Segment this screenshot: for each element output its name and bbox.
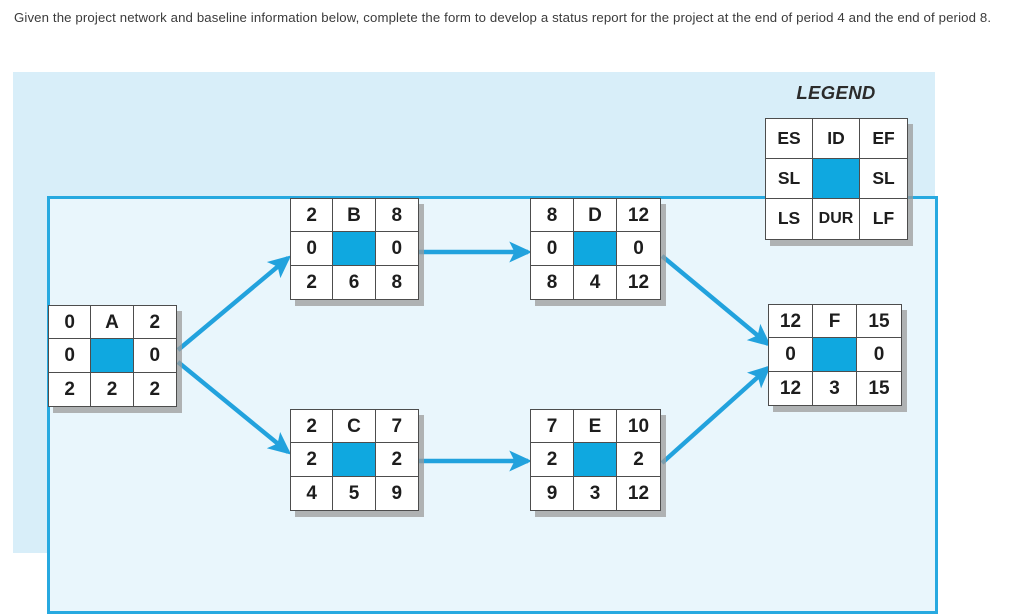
node-d: 8 D 12 0 0 8 4 12 [530, 198, 661, 300]
node-e-lf: 12 [617, 476, 660, 510]
node-b-es: 2 [291, 199, 334, 233]
node-b-center [333, 232, 376, 266]
node-a-es: 0 [49, 306, 92, 340]
node-f-ls: 12 [769, 371, 813, 405]
node-b-lf: 8 [375, 265, 418, 299]
node-f: 12 F 15 0 0 12 3 15 [768, 304, 902, 406]
legend-cell-sl-left: SL [766, 159, 813, 199]
node-e-dur: 3 [574, 476, 617, 510]
node-f-sl-left: 0 [769, 338, 813, 372]
node-f-ef: 15 [857, 305, 901, 339]
node-d-lf: 12 [617, 265, 660, 299]
node-c-id: C [333, 410, 376, 444]
node-e-es: 7 [531, 410, 574, 444]
node-f-es: 12 [769, 305, 813, 339]
legend-cell-ls: LS [766, 199, 813, 239]
node-e-sl-right: 2 [617, 443, 660, 477]
node-d-ls: 8 [531, 265, 574, 299]
node-e-ls: 9 [531, 476, 574, 510]
node-e-center [574, 443, 617, 477]
node-d-es: 8 [531, 199, 574, 233]
node-c: 2 C 7 2 2 4 5 9 [290, 409, 419, 511]
node-c-ls: 4 [291, 476, 334, 510]
node-d-sl-left: 0 [531, 232, 574, 266]
node-f-center [813, 338, 857, 372]
node-a-lf: 2 [133, 372, 176, 406]
node-b-ef: 8 [375, 199, 418, 233]
node-c-ef: 7 [375, 410, 418, 444]
node-b-id: B [333, 199, 376, 233]
node-c-dur: 5 [333, 476, 376, 510]
node-e-ef: 10 [617, 410, 660, 444]
legend-cell-lf: LF [860, 199, 907, 239]
node-e-id: E [574, 410, 617, 444]
node-e: 7 E 10 2 2 9 3 12 [530, 409, 661, 511]
node-a-dur: 2 [91, 372, 134, 406]
node-d-sl-right: 0 [617, 232, 660, 266]
node-c-es: 2 [291, 410, 334, 444]
node-f-sl-right: 0 [857, 338, 901, 372]
node-d-dur: 4 [574, 265, 617, 299]
node-c-center [333, 443, 376, 477]
node-a-sl-right: 0 [133, 339, 176, 373]
node-b-dur: 6 [333, 265, 376, 299]
node-f-lf: 15 [857, 371, 901, 405]
legend-cell-id: ID [813, 119, 860, 159]
node-e-sl-left: 2 [531, 443, 574, 477]
node-d-id: D [574, 199, 617, 233]
legend-cell-dur: DUR [813, 199, 860, 239]
node-c-sl-left: 2 [291, 443, 334, 477]
node-c-sl-right: 2 [375, 443, 418, 477]
node-b-sl-left: 0 [291, 232, 334, 266]
legend-cell-es: ES [766, 119, 813, 159]
instruction-text: Given the project network and baseline i… [14, 10, 992, 25]
legend-title: LEGEND [796, 82, 876, 103]
node-b-sl-right: 0 [375, 232, 418, 266]
node-b: 2 B 8 0 0 2 6 8 [290, 198, 419, 300]
legend-box: ES ID EF SL SL LS DUR LF [765, 118, 908, 240]
node-a-ls: 2 [49, 372, 92, 406]
legend-cell-center [813, 159, 860, 199]
node-d-center [574, 232, 617, 266]
node-a: 0 A 2 0 0 2 2 2 [48, 305, 177, 407]
node-b-ls: 2 [291, 265, 334, 299]
node-f-dur: 3 [813, 371, 857, 405]
legend-cell-sl-right: SL [860, 159, 907, 199]
node-c-lf: 9 [375, 476, 418, 510]
node-a-id: A [91, 306, 134, 340]
node-a-sl-left: 0 [49, 339, 92, 373]
legend-cell-ef: EF [860, 119, 907, 159]
node-a-center [91, 339, 134, 373]
node-a-ef: 2 [133, 306, 176, 340]
node-f-id: F [813, 305, 857, 339]
node-d-ef: 12 [617, 199, 660, 233]
